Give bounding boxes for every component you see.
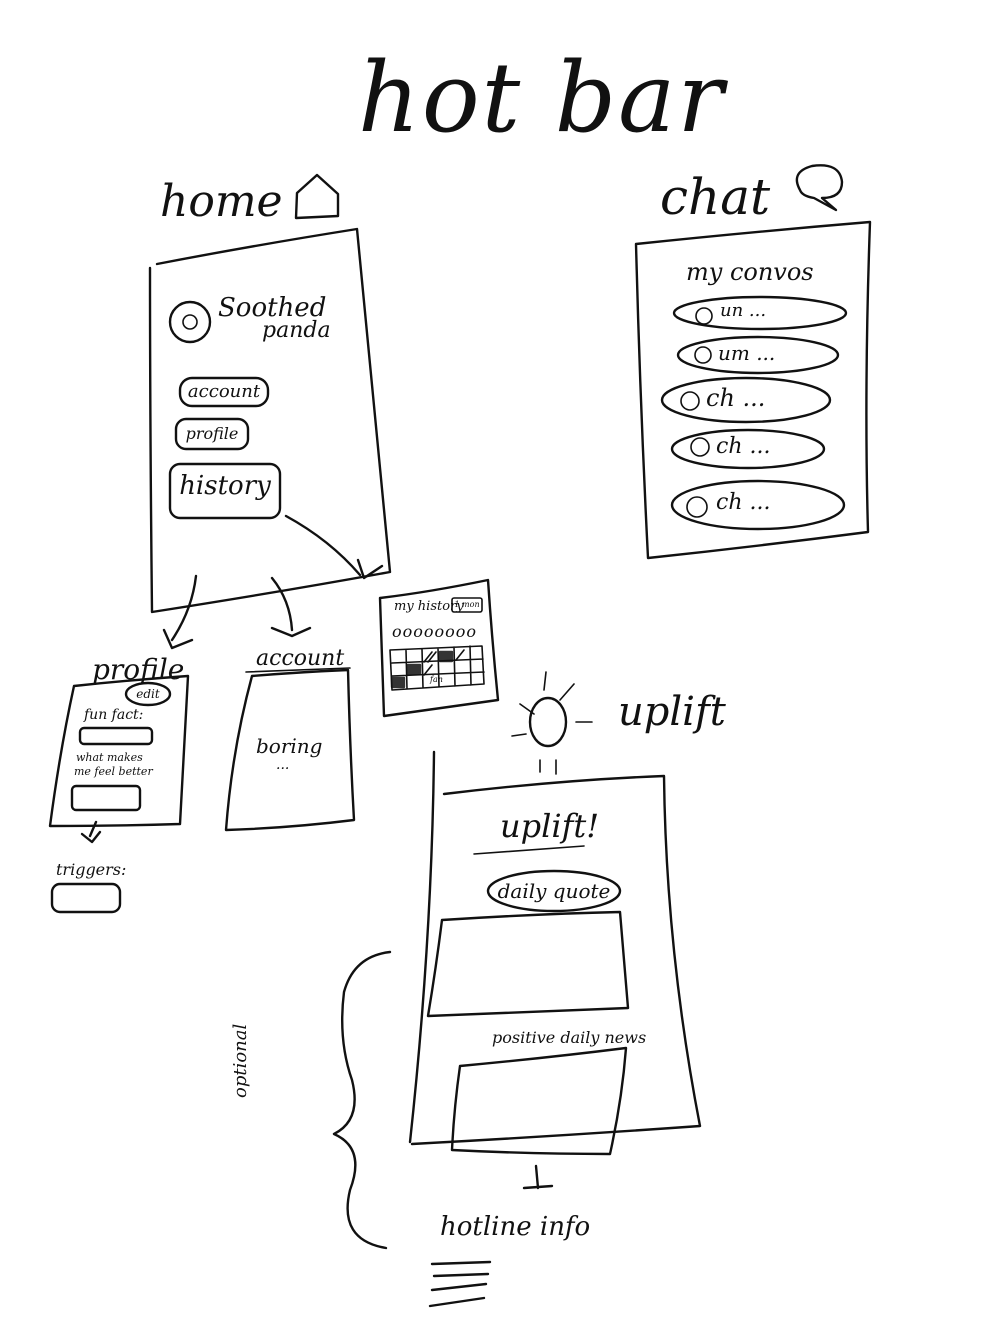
convo-pill-4 — [670, 428, 826, 470]
history-button[interactable]: history — [179, 471, 271, 501]
app-name-line2: panda — [262, 318, 331, 343]
convo-pill-2 — [676, 335, 840, 375]
daily-quote-button[interactable]: daily quote — [497, 879, 611, 903]
optional-label: optional — [230, 1023, 251, 1098]
triggers-box — [50, 882, 122, 914]
profile-heading: profile — [92, 653, 185, 686]
account-heading: account — [256, 646, 345, 671]
lightbulb-rays — [511, 671, 593, 775]
edit-button[interactable]: edit — [136, 687, 160, 701]
arrow-to-profile — [162, 574, 198, 650]
history-card-frame — [378, 578, 500, 718]
arrow-to-hotline — [522, 1164, 554, 1190]
uplift-title-underline — [473, 845, 585, 855]
convo-item-3[interactable]: ch ... — [706, 384, 766, 412]
convo-pill-1 — [672, 295, 848, 331]
history-range-box — [451, 597, 483, 613]
home-heading: home — [160, 176, 283, 227]
uplift-screen-title: uplift! — [500, 807, 600, 845]
hotline-info[interactable]: hotline info — [440, 1212, 591, 1242]
convo-avatar-icon-3 — [680, 391, 700, 411]
account-button-outline — [178, 376, 270, 408]
chat-phone-frame — [634, 220, 872, 560]
daily-quote-pill — [486, 869, 622, 913]
uplift-phone-frame — [408, 750, 702, 1146]
positive-news-label: positive daily news — [492, 1028, 647, 1047]
feel-better-box — [70, 784, 142, 812]
history-range-badge[interactable]: 1 mon — [454, 600, 480, 609]
panda-face-icon — [182, 314, 198, 330]
convo-item-2[interactable]: um ... — [718, 341, 776, 365]
lightbulb-icon — [528, 696, 568, 748]
edit-button-outline — [124, 681, 172, 707]
history-dots: oooooooo — [392, 622, 478, 641]
home-phone-frame — [148, 227, 392, 614]
feel-better-label-line2: me feel better — [74, 765, 153, 778]
menu-lines-icon — [428, 1260, 492, 1308]
arrow-to-history — [284, 514, 384, 580]
account-body: boring — [256, 734, 323, 758]
convos-title: my convos — [686, 258, 814, 286]
history-button-outline — [168, 462, 282, 520]
uplift-heading: uplift — [618, 689, 726, 735]
history-cell-filled-2 — [406, 663, 422, 676]
history-cell-filled-1 — [438, 650, 454, 663]
page-title: hot bar — [358, 42, 726, 154]
optional-brace — [332, 950, 392, 1250]
convo-item-5[interactable]: ch ... — [716, 490, 771, 515]
profile-button-outline — [174, 417, 250, 451]
arrow-to-triggers — [80, 820, 102, 844]
convo-avatar-icon-4 — [690, 437, 710, 457]
fun-fact-label: fun fact: — [84, 707, 144, 723]
account-card-frame — [224, 668, 356, 832]
convo-item-4[interactable]: ch ... — [716, 434, 771, 459]
history-title: my history — [394, 599, 464, 614]
account-heading-underline — [245, 667, 351, 673]
triggers-label: triggers: — [56, 860, 127, 879]
chat-heading: chat — [660, 168, 771, 226]
chat-bubble-icon — [795, 164, 844, 212]
account-ellipsis: ... — [276, 757, 290, 773]
account-button[interactable]: account — [187, 381, 261, 402]
history-day-label: fan — [430, 675, 443, 684]
fun-fact-box — [78, 726, 154, 746]
app-name-line1: Soothed — [218, 293, 327, 323]
arrow-to-account — [270, 576, 312, 638]
convo-avatar-icon-2 — [694, 346, 712, 364]
profile-card-frame — [48, 674, 190, 828]
convo-pill-5 — [670, 479, 846, 531]
feel-better-label-line1: what makes — [76, 751, 143, 764]
history-cell-filled-3 — [390, 676, 406, 689]
convo-avatar-icon-1 — [695, 307, 713, 325]
convo-pill-3 — [660, 376, 832, 424]
positive-news-box — [450, 1046, 628, 1156]
convo-item-1[interactable]: un ... — [720, 300, 767, 321]
profile-button[interactable]: profile — [185, 424, 239, 443]
daily-quote-box — [426, 910, 630, 1018]
panda-avatar — [168, 300, 212, 344]
convo-avatar-icon-5 — [686, 496, 708, 518]
history-calendar-grid — [389, 645, 485, 691]
home-icon — [294, 173, 340, 220]
history-hatch — [423, 649, 465, 676]
